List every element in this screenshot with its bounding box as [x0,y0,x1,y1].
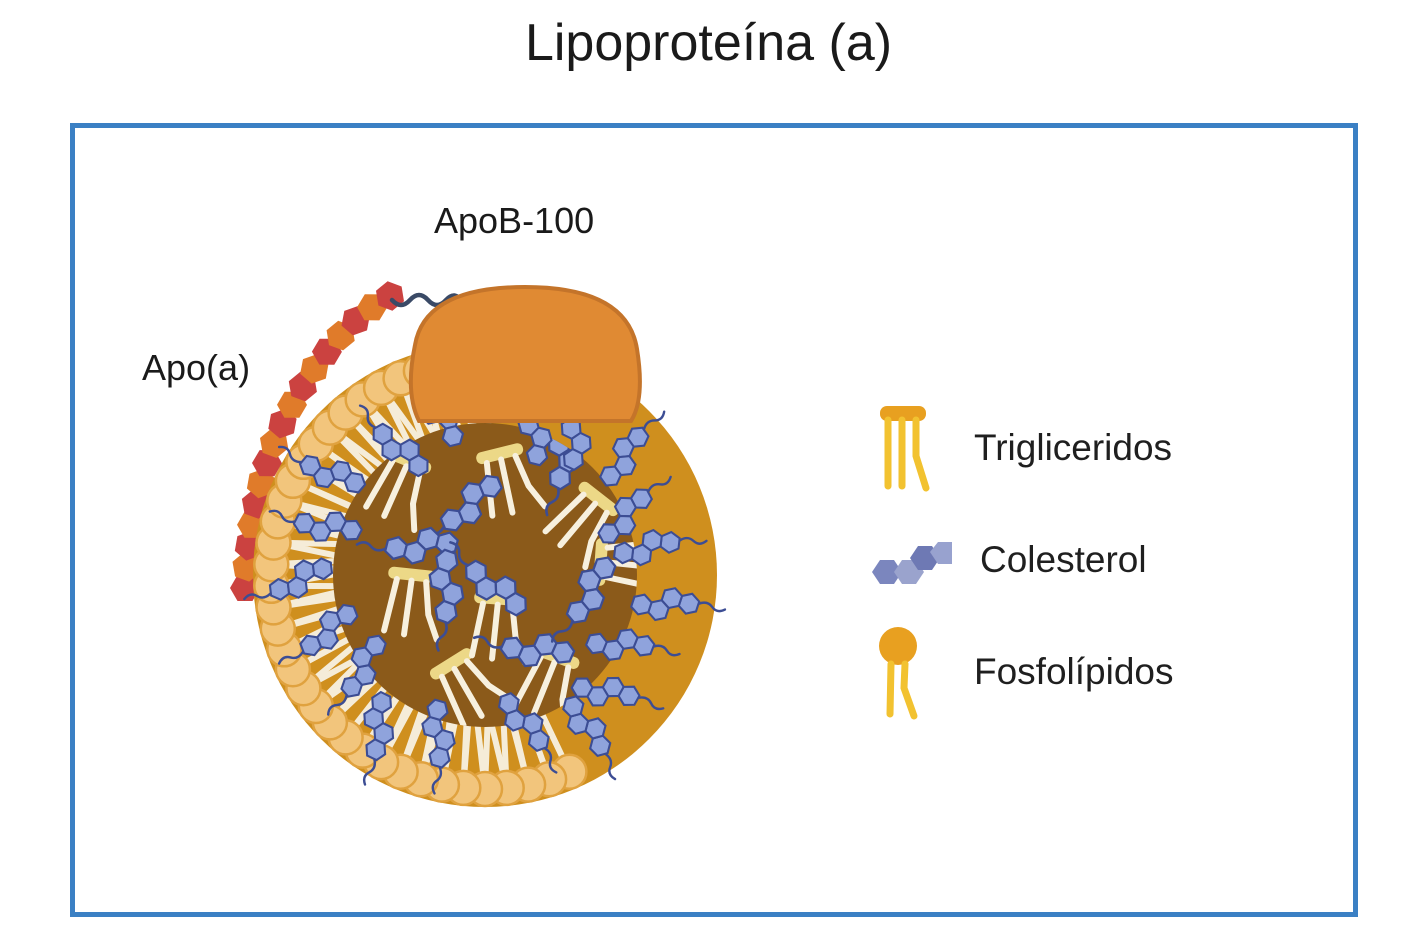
label-apoa: Apo(a) [142,347,251,388]
legend-item-triglycerides: Trigliceridos [866,392,1286,504]
legend-item-cholesterol: Colesterol [866,504,1286,616]
phospholipid-icon [866,622,952,722]
legend-label-phospholipids: Fosfolípidos [974,651,1174,692]
page-title: Lipoproteína (a) [524,14,893,72]
label-apob: ApoB-100 [434,200,595,241]
legend-label-cholesterol: Colesterol [980,539,1147,580]
legend: Trigliceridos Colesterol [866,392,1286,728]
legend-label-triglycerides: Trigliceridos [974,427,1173,468]
cholesterol-icon [866,510,952,610]
triglyceride-icon [866,398,952,498]
legend-item-phospholipids: Fosfolípidos [866,616,1286,728]
